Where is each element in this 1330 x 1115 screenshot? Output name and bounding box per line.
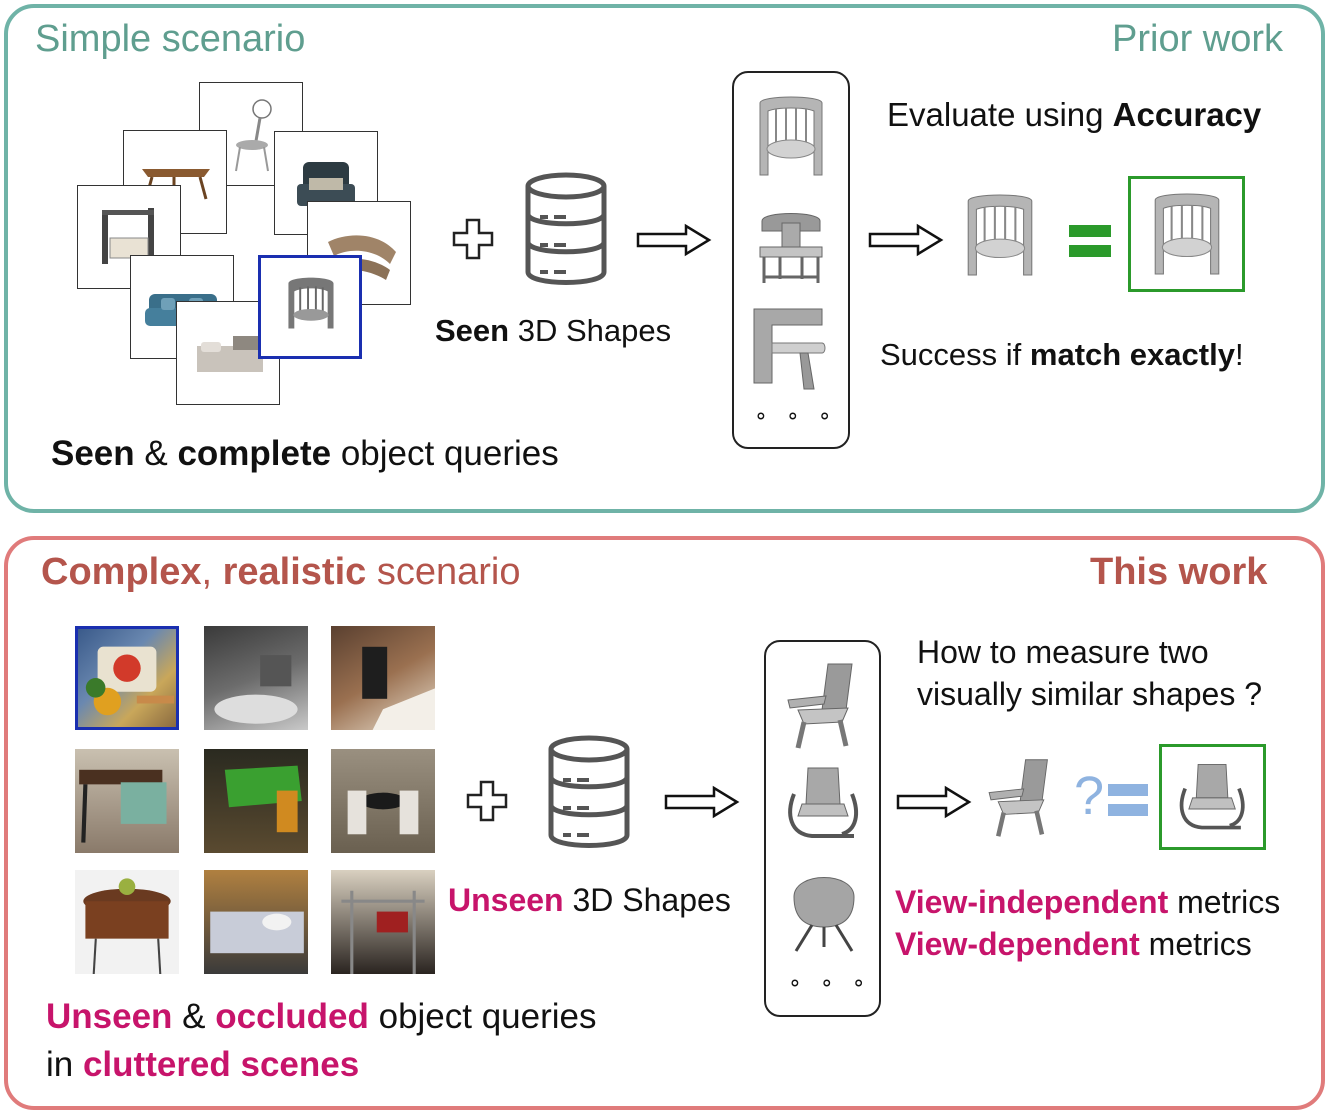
rack-cantilever-chair-shape xyxy=(753,308,826,390)
label-bold-unseen: Unseen xyxy=(448,882,564,918)
rack-poang-chair-shape xyxy=(788,767,859,838)
caption-amp: & xyxy=(172,997,216,1036)
unseen-shape-rack: ∘ ∘ ∘ xyxy=(764,640,881,1017)
rack-shell-chair-shape xyxy=(793,877,855,952)
more-shapes-ellipsis: ∘ ∘ ∘ xyxy=(754,403,838,428)
scene-photo-4 xyxy=(75,749,179,853)
label-bold-seen: Seen xyxy=(435,313,510,348)
retrieved-adirondack-chair-shape xyxy=(988,759,1048,837)
ground-truth-box xyxy=(1128,176,1245,292)
metric1-rest: metrics xyxy=(1168,884,1281,920)
view-independent-metrics: View-independent metrics xyxy=(895,884,1280,921)
seen-shape-rack: ∘ ∘ ∘ xyxy=(732,71,850,449)
scenes-bold: cluttered scenes xyxy=(82,1045,360,1084)
metric1-bold: View-independent xyxy=(895,884,1169,920)
question-line-1: How to measure two xyxy=(917,634,1209,670)
plus-icon xyxy=(452,218,494,260)
ground-truth-barrel-chair-shape xyxy=(1154,193,1220,275)
success-bold: match exactly xyxy=(1029,337,1235,372)
retrieved-barrel-chair-shape xyxy=(967,194,1033,276)
success-text: Success if match exactly! xyxy=(880,337,1244,373)
cluttered-scenes-caption: in cluttered scenes xyxy=(46,1045,359,1085)
question-line-2: visually similar shapes ? xyxy=(917,676,1263,712)
complex-scenario-title: Complex, realistic scenario xyxy=(41,551,520,594)
view-dependent-metrics: View-dependent metrics xyxy=(895,926,1252,963)
scenes-prefix: in xyxy=(46,1045,83,1084)
label-rest: 3D Shapes xyxy=(509,313,672,348)
evaluate-accuracy-text: Evaluate using Accuracy xyxy=(887,96,1261,134)
arrow-right-icon xyxy=(636,223,712,257)
unseen-queries-caption: Unseen & occluded object queries xyxy=(46,997,597,1037)
database-icon xyxy=(525,172,607,285)
title-bold-realistic: realistic xyxy=(222,551,367,593)
rack-ming-chair-shape xyxy=(759,213,823,283)
scene-photo-2 xyxy=(204,626,308,730)
scene-photo-8 xyxy=(204,870,308,974)
scene-photo-5 xyxy=(204,749,308,853)
metric2-bold: View-dependent xyxy=(895,926,1140,962)
scene-photo-selected xyxy=(75,626,179,730)
rack-barrel-chair-shape xyxy=(759,96,823,176)
title-rest: scenario xyxy=(366,551,521,593)
similarity-equals-icon xyxy=(1108,784,1148,816)
scene-photo-9 xyxy=(331,870,435,974)
prior-work-label: Prior work xyxy=(1112,18,1284,60)
arrow-right-icon xyxy=(896,785,972,819)
scene-photo-7 xyxy=(75,870,179,974)
caption-amp: & xyxy=(134,434,178,473)
caption-bold-unseen: Unseen xyxy=(46,997,173,1036)
more-shapes-ellipsis: ∘ ∘ ∘ xyxy=(788,970,872,995)
seen-queries-caption: Seen & complete object queries xyxy=(51,434,559,474)
database-icon xyxy=(548,735,630,848)
scene-photo-6 xyxy=(331,749,435,853)
complex-scenario-panel xyxy=(4,536,1325,1110)
success-prefix: Success if xyxy=(880,337,1030,372)
ground-truth-poang-chair-shape xyxy=(1179,763,1245,830)
unseen-shapes-label: Unseen 3D Shapes xyxy=(448,882,731,919)
equals-sign-icon xyxy=(1069,225,1111,257)
plus-icon xyxy=(466,780,508,822)
success-suffix: ! xyxy=(1234,337,1244,372)
caption-bold-complete: complete xyxy=(177,434,332,473)
caption-bold-seen: Seen xyxy=(51,434,135,473)
eval-bold-accuracy: Accuracy xyxy=(1112,96,1262,133)
label-rest: 3D Shapes xyxy=(563,882,731,918)
query-card-selected-barrel-chair xyxy=(258,255,362,359)
title-comma: , xyxy=(201,551,223,593)
question-mark-icon: ? xyxy=(1074,766,1105,826)
ground-truth-box xyxy=(1159,744,1266,850)
caption-bold-occluded: occluded xyxy=(215,997,369,1036)
rack-adirondack-chair-shape xyxy=(787,663,853,749)
seen-shapes-label: Seen 3D Shapes xyxy=(435,313,671,349)
title-bold-complex: Complex xyxy=(41,551,202,593)
this-work-label: This work xyxy=(1090,551,1268,593)
metric2-rest: metrics xyxy=(1139,926,1252,962)
caption-rest: object queries xyxy=(368,997,597,1036)
simple-scenario-panel xyxy=(4,4,1325,513)
simple-scenario-title: Simple scenario xyxy=(35,18,306,60)
arrow-right-icon xyxy=(664,785,740,819)
caption-rest: object queries xyxy=(331,434,559,473)
scene-photo-3 xyxy=(331,626,435,730)
eval-prefix: Evaluate using xyxy=(887,96,1113,133)
arrow-right-icon xyxy=(868,223,944,257)
